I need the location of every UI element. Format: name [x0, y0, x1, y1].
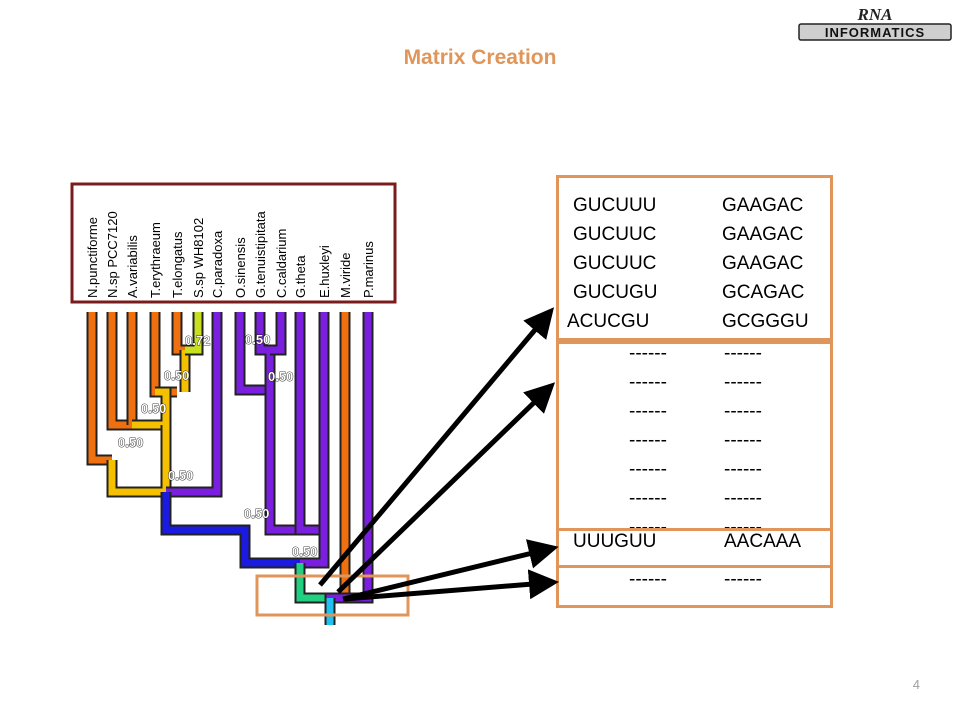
species-label: T.erythraeum	[148, 222, 163, 298]
page-number: 4	[912, 677, 920, 692]
right-sequence: AACAAA	[724, 531, 802, 552]
right-sequence: ------	[724, 430, 762, 451]
species-label: M.viride	[338, 252, 353, 298]
species-label: G.tenuistipitata	[253, 211, 268, 298]
species-label: A.variabilis	[125, 235, 140, 298]
left-sequence: ------	[629, 343, 667, 364]
sequence-row: ------ ------	[559, 455, 830, 484]
tree-branch	[256, 312, 274, 390]
left-sequence: ------	[629, 459, 667, 480]
right-sequence: GCGGGU	[722, 311, 809, 332]
left-sequence: GUCUGU	[573, 282, 658, 303]
left-sequence: ACUCGU	[567, 311, 650, 332]
species-label: G.theta	[293, 255, 308, 298]
sequence-row: GUCUUC GAAGAC	[559, 249, 830, 278]
sequence-row: ACUCGU GCGGGU	[559, 307, 830, 336]
slide-title: Matrix Creation	[403, 46, 557, 69]
sequence-row: UUUGUU AACAAA	[559, 527, 830, 556]
node-support-label: 0.50	[244, 506, 269, 521]
tree-branch	[132, 388, 170, 429]
tree-branch	[166, 312, 221, 496]
sequence-row: ------ ------	[559, 339, 830, 368]
species-label: S.sp WH8102	[191, 218, 206, 298]
svg-text:RNA: RNA	[857, 5, 893, 24]
species-label-box	[70, 182, 397, 304]
right-sequence: ------	[724, 372, 762, 393]
node-support-label: 0.50	[268, 369, 293, 384]
right-sequence: GAAGAC	[722, 224, 804, 245]
alignment-box-4: ------ ------	[556, 565, 833, 608]
sequence-row: GUCUUU GAAGAC	[559, 191, 830, 220]
sequence-row: ------ ------	[559, 397, 830, 426]
sequence-row: ------ ------	[559, 565, 830, 594]
right-sequence: GCAGAC	[722, 282, 805, 303]
species-labels: N.punctiforme N.sp PCC7120 A.variabilis T.e…	[85, 211, 376, 298]
tree-branch	[296, 312, 324, 534]
node-support-label: 0.50	[292, 544, 317, 559]
node-support-label: 0.50	[141, 401, 166, 416]
left-sequence: UUUGUU	[573, 531, 657, 552]
left-sequence: ------	[629, 401, 667, 422]
left-sequence: GUCUUC	[573, 253, 657, 274]
species-label: T.elongatus	[170, 231, 185, 298]
left-sequence: ------	[629, 430, 667, 451]
sequence-row: ------ ------	[559, 484, 830, 513]
left-sequence: GUCUUC	[573, 224, 657, 245]
tree-branch	[108, 312, 132, 429]
species-label: N.punctiforme	[85, 217, 100, 298]
species-label: E.huxleyi	[317, 245, 332, 298]
right-sequence: ------	[724, 401, 762, 422]
node-support-label: 0.50	[168, 468, 193, 483]
node-support-label: 0.50	[118, 435, 143, 450]
tree-branch	[236, 312, 270, 394]
species-label: C.paradoxa	[210, 230, 225, 298]
tree-branches	[86, 312, 374, 625]
rna-informatics-logo: RNA INFORMATICS	[798, 5, 952, 41]
node-support-label: 0.72	[185, 333, 210, 348]
right-sequence: ------	[724, 569, 762, 590]
right-sequence: GAAGAC	[722, 195, 804, 216]
right-sequence: ------	[724, 459, 762, 480]
sequence-row: ------ ------	[559, 426, 830, 455]
right-sequence: GAAGAC	[722, 253, 804, 274]
tree-branch	[88, 312, 112, 464]
sequence-row: ------ ------	[559, 368, 830, 397]
svg-text:INFORMATICS: INFORMATICS	[825, 25, 925, 40]
species-label: C.caldarium	[274, 229, 289, 298]
left-sequence: ------	[629, 488, 667, 509]
tree-branch	[108, 425, 170, 496]
sequence-row: GUCUGU GCAGAC	[559, 278, 830, 307]
tree-branch	[162, 492, 300, 567]
species-label: O.sinensis	[233, 237, 248, 298]
left-sequence: ------	[629, 569, 667, 590]
sequence-row: GUCUUC GAAGAC	[559, 220, 830, 249]
right-sequence: ------	[724, 343, 762, 364]
left-sequence: GUCUUU	[573, 195, 657, 216]
alignment-box-3: UUUGUU AACAAA	[556, 528, 833, 568]
left-sequence: ------	[629, 372, 667, 393]
tree-node-labels: 0.72 0.50 0.50 0.50 0.50 0.50 0.50 0.50 0.50	[118, 332, 318, 560]
tree-branch	[185, 312, 202, 354]
species-label: P.marinus	[361, 241, 376, 298]
right-sequence: ------	[724, 488, 762, 509]
alignment-box-2: ----------------------------------------…	[556, 339, 833, 538]
species-label: N.sp PCC7120	[105, 211, 120, 298]
tree-branch	[270, 312, 285, 354]
node-support-label: 0.50	[164, 368, 189, 383]
node-support-label: 0.50	[245, 332, 270, 347]
tree-branch	[266, 390, 300, 534]
